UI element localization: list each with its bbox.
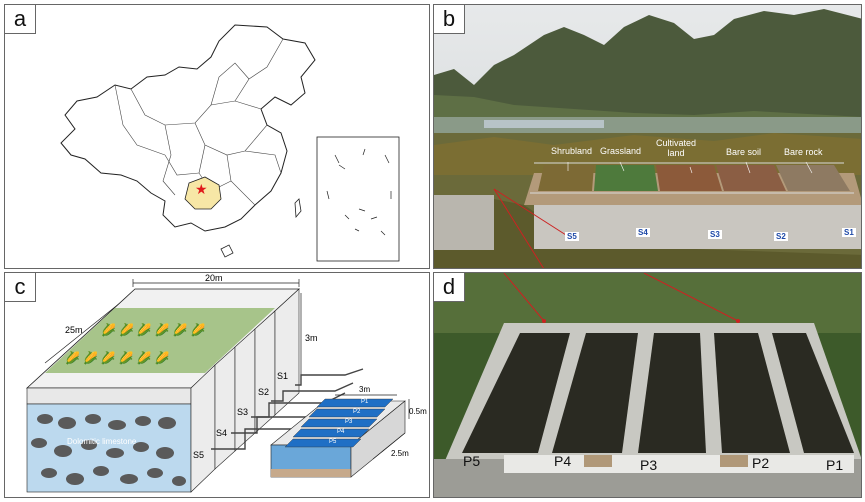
star-icon: ★ bbox=[195, 181, 208, 197]
plot-marker-s2: S2 bbox=[774, 232, 788, 241]
label-shrubland: Shrubland bbox=[551, 146, 593, 156]
plot-marker-s5: S5 bbox=[565, 232, 579, 241]
pool-label-p1: P1 bbox=[826, 457, 844, 473]
label-cultivated-line1: Cultivated bbox=[656, 138, 697, 148]
panel-label-c: c bbox=[5, 273, 36, 302]
label-cultivated-land: Cultivated land bbox=[656, 138, 696, 158]
dim-depth: 3m bbox=[305, 333, 318, 343]
tank-label-p3: P3 bbox=[345, 419, 353, 425]
panel-a-map: a ★ bbox=[4, 4, 430, 269]
panel-b-photo: b bbox=[433, 4, 862, 269]
outlet-s5: S5 bbox=[193, 450, 205, 460]
corn-icon: 🌽🌽🌽🌽🌽🌽 bbox=[101, 323, 209, 337]
tank-label-p5: P5 bbox=[329, 439, 337, 445]
outlet-s2: S2 bbox=[258, 387, 270, 397]
dim-width: 20m bbox=[205, 273, 223, 283]
tank-depth: 0.5m bbox=[409, 407, 427, 416]
corn-icon: 🌽🌽🌽🌽🌽🌽 bbox=[65, 351, 173, 365]
plot-bare-rock bbox=[776, 165, 850, 191]
plot-marker-s1: S1 bbox=[842, 228, 856, 237]
pool-label-p2: P2 bbox=[752, 455, 770, 471]
panel-c-schematic: c bbox=[4, 272, 430, 498]
tank-length: 2.5m bbox=[391, 449, 409, 458]
outlet-s1: S1 bbox=[277, 371, 289, 381]
outlet-s3: S3 bbox=[237, 407, 249, 417]
panel-label-d: d bbox=[434, 273, 465, 302]
pools-photo bbox=[434, 273, 861, 497]
tank-width: 3m bbox=[359, 385, 371, 394]
plot-bare-soil bbox=[716, 165, 786, 191]
pool-label-p3: P3 bbox=[640, 457, 658, 473]
outlet-s4: S4 bbox=[216, 428, 228, 438]
plot-cultivated bbox=[656, 165, 722, 191]
plot-marker-s4: S4 bbox=[636, 228, 650, 237]
panel-d-photo: d P5 P4 P3 P2 P1 bbox=[433, 272, 862, 498]
panel-label-b: b bbox=[434, 5, 465, 34]
pool-label-p5: P5 bbox=[463, 453, 481, 469]
plot-schematic bbox=[25, 279, 410, 493]
china-map bbox=[60, 24, 400, 262]
plot-grassland bbox=[594, 165, 658, 191]
panel-label-a: a bbox=[5, 5, 36, 34]
tank-label-p4: P4 bbox=[337, 429, 345, 435]
dim-length: 25m bbox=[65, 325, 83, 335]
collection-tanks bbox=[270, 398, 406, 478]
label-bare-rock: Bare rock bbox=[784, 147, 823, 157]
guizhou-province bbox=[184, 176, 222, 210]
label-grassland: Grassland bbox=[600, 146, 642, 156]
tank-label-p1: P1 bbox=[361, 399, 369, 405]
label-cultivated-line2: land bbox=[667, 148, 685, 158]
plot-marker-s3: S3 bbox=[708, 230, 722, 239]
label-bare-soil: Bare soil bbox=[726, 147, 762, 157]
tank-label-p2: P2 bbox=[353, 409, 361, 415]
plot-shrubland bbox=[538, 165, 594, 191]
landscape-photo bbox=[434, 5, 861, 268]
karst-mountains bbox=[434, 9, 861, 125]
bedrock-label: Dolomitic limestone bbox=[67, 437, 137, 446]
pool-label-p4: P4 bbox=[554, 453, 572, 469]
